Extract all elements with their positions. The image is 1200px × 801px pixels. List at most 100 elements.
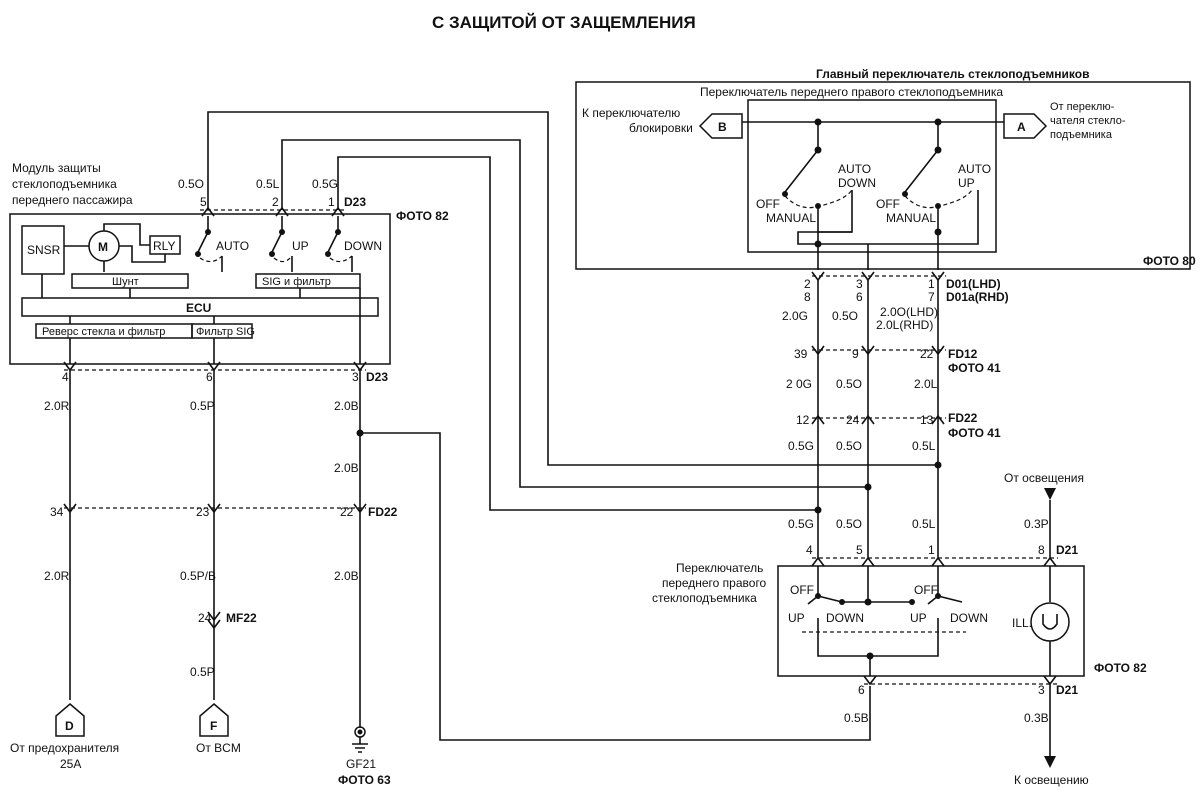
front-switch-pin-bottom-1: 6 — [858, 683, 865, 697]
module-pin-top-3: 1 — [328, 195, 335, 209]
front-off-label-2: OFF — [914, 583, 938, 597]
connector-fd22-right: 12 24 13 FD22 ФОТО 41 — [796, 411, 1001, 440]
ill-label: ILL. — [1012, 616, 1032, 630]
wire-2-0b-b: 2.0B — [334, 461, 359, 475]
wire-0-5pb: 0.5P/B — [180, 569, 216, 583]
shunt-label: Шунт — [112, 276, 139, 288]
module-down-label: DOWN — [344, 239, 382, 253]
fd22l-pin-3: 22 — [340, 505, 354, 519]
fd22r-pin-2: 24 — [846, 413, 860, 427]
lamp-icon — [1030, 602, 1070, 642]
connector-f-letter: F — [210, 719, 217, 733]
module-up-label: UP — [292, 239, 309, 253]
module-pin-bottom-3: 3 — [352, 370, 359, 384]
fd12-photo: ФОТО 41 — [948, 361, 1001, 375]
wire-2-0g-b: 2 0G — [786, 377, 812, 391]
connector-d-label-1: От предохранителя — [10, 741, 119, 755]
d01-lhd-label: D01(LHD) — [946, 277, 1001, 291]
front-switch-pin-3: 1 — [928, 543, 935, 557]
fd12-pin-2: 9 — [852, 347, 859, 361]
wire-0-5g-d: 0.5G — [788, 517, 814, 531]
front-switch-label-3: стеклоподъемника — [652, 591, 757, 605]
d01-pin-lhd-3: 1 — [928, 277, 935, 291]
front-switch-conn: D21 — [1056, 543, 1078, 557]
connector-f-label: От BCM — [196, 741, 241, 755]
ground-gf21: GF21 ФОТО 63 — [338, 726, 391, 787]
connector-fd12: 39 9 22 FD12 ФОТО 41 — [794, 345, 1001, 375]
off-label-1: OFF — [756, 197, 780, 211]
fd12-label: FD12 — [948, 347, 978, 361]
sig-filter-label: SIG и фильтр — [262, 276, 331, 288]
off-label-2: OFF — [876, 197, 900, 211]
module-label-3: переднего пассажира — [12, 193, 133, 207]
module-conn-top: D23 — [344, 195, 366, 209]
wire-2-0b-c: 2.0B — [334, 569, 359, 583]
wire-0-5b: 0.5B — [844, 711, 869, 725]
ecu-block — [21, 297, 379, 317]
snsr-block — [21, 225, 65, 275]
connector-b-letter: B — [718, 120, 727, 134]
fd12-pin-3: 22 — [920, 347, 934, 361]
d01-pin-rhd-2: 6 — [856, 290, 863, 304]
front-switch-pin-4: 8 — [1038, 543, 1045, 557]
fd22r-photo: ФОТО 41 — [948, 426, 1001, 440]
module-wire-0-5l: 0.5L — [256, 177, 280, 191]
wire-0-5l: 0.5L — [912, 439, 936, 453]
front-down-label-1: DOWN — [826, 611, 864, 625]
wire-2-0l-rhd: 2.0L(RHD) — [876, 318, 933, 332]
front-switch-pin-2: 5 — [856, 543, 863, 557]
connector-a-label-3: подъемника — [1050, 129, 1113, 141]
d01-pin-lhd-1: 2 — [804, 277, 811, 291]
snsr-label: SNSR — [27, 243, 61, 257]
fd22l-pin-2: 23 — [196, 505, 210, 519]
front-switch-label-2: переднего правого — [662, 576, 767, 590]
connector-b — [698, 113, 743, 139]
ecu-label: ECU — [186, 301, 211, 315]
diagram-title: С ЗАЩИТОЙ ОТ ЗАЩЕМЛЕНИЯ — [432, 13, 696, 32]
wire-0-5g: 0.5G — [788, 439, 814, 453]
main-switch-box: Главный переключатель стеклоподъемников … — [575, 67, 1196, 270]
front-switch-pin-bottom-2: 3 — [1038, 683, 1045, 697]
reverse-filter-label: Реверс стекла и фильтр — [42, 326, 165, 338]
connector-f — [199, 703, 229, 737]
wire-0-3p: 0.3P — [1024, 517, 1049, 531]
fd22r-label: FD22 — [948, 411, 978, 425]
module-conn-bottom: D23 — [366, 370, 388, 384]
module-wire-0-5o: 0.5O — [178, 177, 204, 191]
wire-2-0o-lhd: 2.0O(LHD) — [880, 305, 938, 319]
module-label-1: Модуль защиты — [12, 161, 101, 175]
sig-filter-block — [255, 273, 361, 289]
auto-down-label-1: AUTO — [838, 162, 871, 176]
photo-80-label: ФОТО 80 — [1143, 254, 1196, 268]
fd22l-label: FD22 — [368, 505, 398, 519]
wire-0-5l-d: 0.5L — [912, 517, 936, 531]
connector-d — [55, 703, 85, 737]
front-switch-photo: ФОТО 82 — [1094, 661, 1147, 675]
connector-a-label-2: чателя стекло- — [1050, 115, 1126, 127]
connector-fd22-left: 34 23 22 FD22 — [50, 503, 398, 519]
wire-0-5b-run — [360, 432, 871, 741]
fd22r-pin-3: 13 — [920, 413, 934, 427]
filter-sig-label: Фильтр SIG — [196, 326, 255, 338]
to-lighting-label: К освещению — [1014, 773, 1089, 787]
wire-0-5g-run — [337, 156, 818, 511]
fd12-pin-1: 39 — [794, 347, 808, 361]
connector-mf22: 24 MF22 — [198, 611, 257, 630]
module-auto-label: AUTO — [216, 239, 249, 253]
module-pin-bottom-2: 6 — [206, 370, 213, 384]
front-up-label-1: UP — [788, 611, 805, 625]
rly-label: RLY — [153, 239, 175, 253]
wire-0-5p: 0.5P — [190, 399, 215, 413]
ground-label: GF21 — [346, 757, 376, 771]
wire-0-5p-b: 0.5P — [190, 665, 215, 679]
fd22l-pin-1: 34 — [50, 505, 64, 519]
module-pin-bottom-1: 4 — [62, 370, 69, 384]
front-down-label-2: DOWN — [950, 611, 988, 625]
module-box: Модуль защиты стеклоподъемника переднего… — [9, 161, 449, 384]
connector-d-label-2: 25A — [60, 757, 81, 771]
filter-sig-block — [191, 323, 253, 339]
connector-b-label-1: К переключателю — [582, 106, 680, 120]
from-lighting-label: От освещения — [1004, 471, 1084, 485]
module-pin-top-2: 2 — [272, 195, 279, 209]
